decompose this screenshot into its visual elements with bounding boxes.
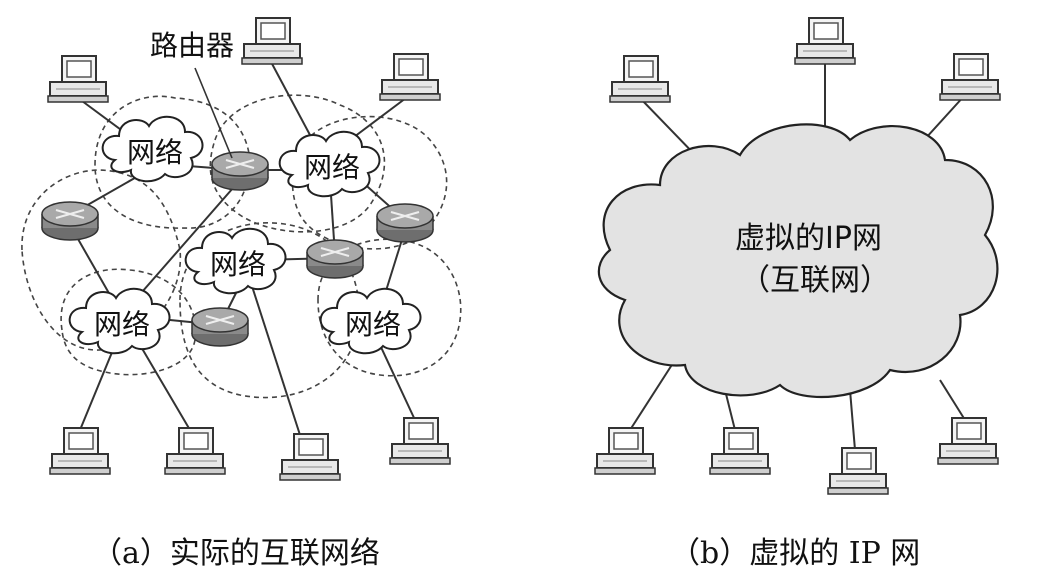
router-icon — [191, 307, 249, 347]
cloud-icon — [597, 123, 999, 399]
router-pointer — [194, 67, 233, 159]
computer-icon — [709, 427, 771, 475]
cloud-title: 虚拟的IP网 — [735, 221, 882, 256]
router-icon — [41, 201, 99, 241]
computer-icon — [609, 55, 671, 103]
router-icon — [306, 239, 364, 279]
network-label: 网络 — [304, 151, 360, 184]
caption-a: （a）实际的互联网络 — [92, 536, 380, 571]
panel-b: 虚拟的IP网 （互联网） — [594, 17, 1001, 495]
computer-icon — [937, 417, 999, 465]
router-icon — [211, 151, 269, 191]
network-label: 网络 — [127, 136, 183, 169]
cloud-subtitle: （互联网） — [740, 263, 890, 298]
computer-icon — [279, 433, 341, 481]
computer-icon — [47, 55, 109, 103]
computer-icon — [379, 53, 441, 101]
computer-icon — [49, 427, 111, 475]
network-label: 网络 — [210, 248, 266, 281]
router-label: 路由器 — [150, 29, 234, 62]
computer-icon — [164, 427, 226, 475]
network-label: 网络 — [345, 308, 401, 341]
router-icon — [376, 203, 434, 243]
caption-b: （b）虚拟的 IP 网 — [670, 536, 921, 571]
computer-icon — [827, 447, 889, 495]
computer-icon — [241, 17, 303, 65]
panel-a: 网络 网络 网络 网络 网络 路由器 — [21, 17, 462, 481]
computer-icon — [794, 17, 856, 65]
computer-icon — [939, 53, 1001, 101]
network-label: 网络 — [94, 308, 150, 341]
computer-icon — [594, 427, 656, 475]
computer-icon — [389, 417, 451, 465]
